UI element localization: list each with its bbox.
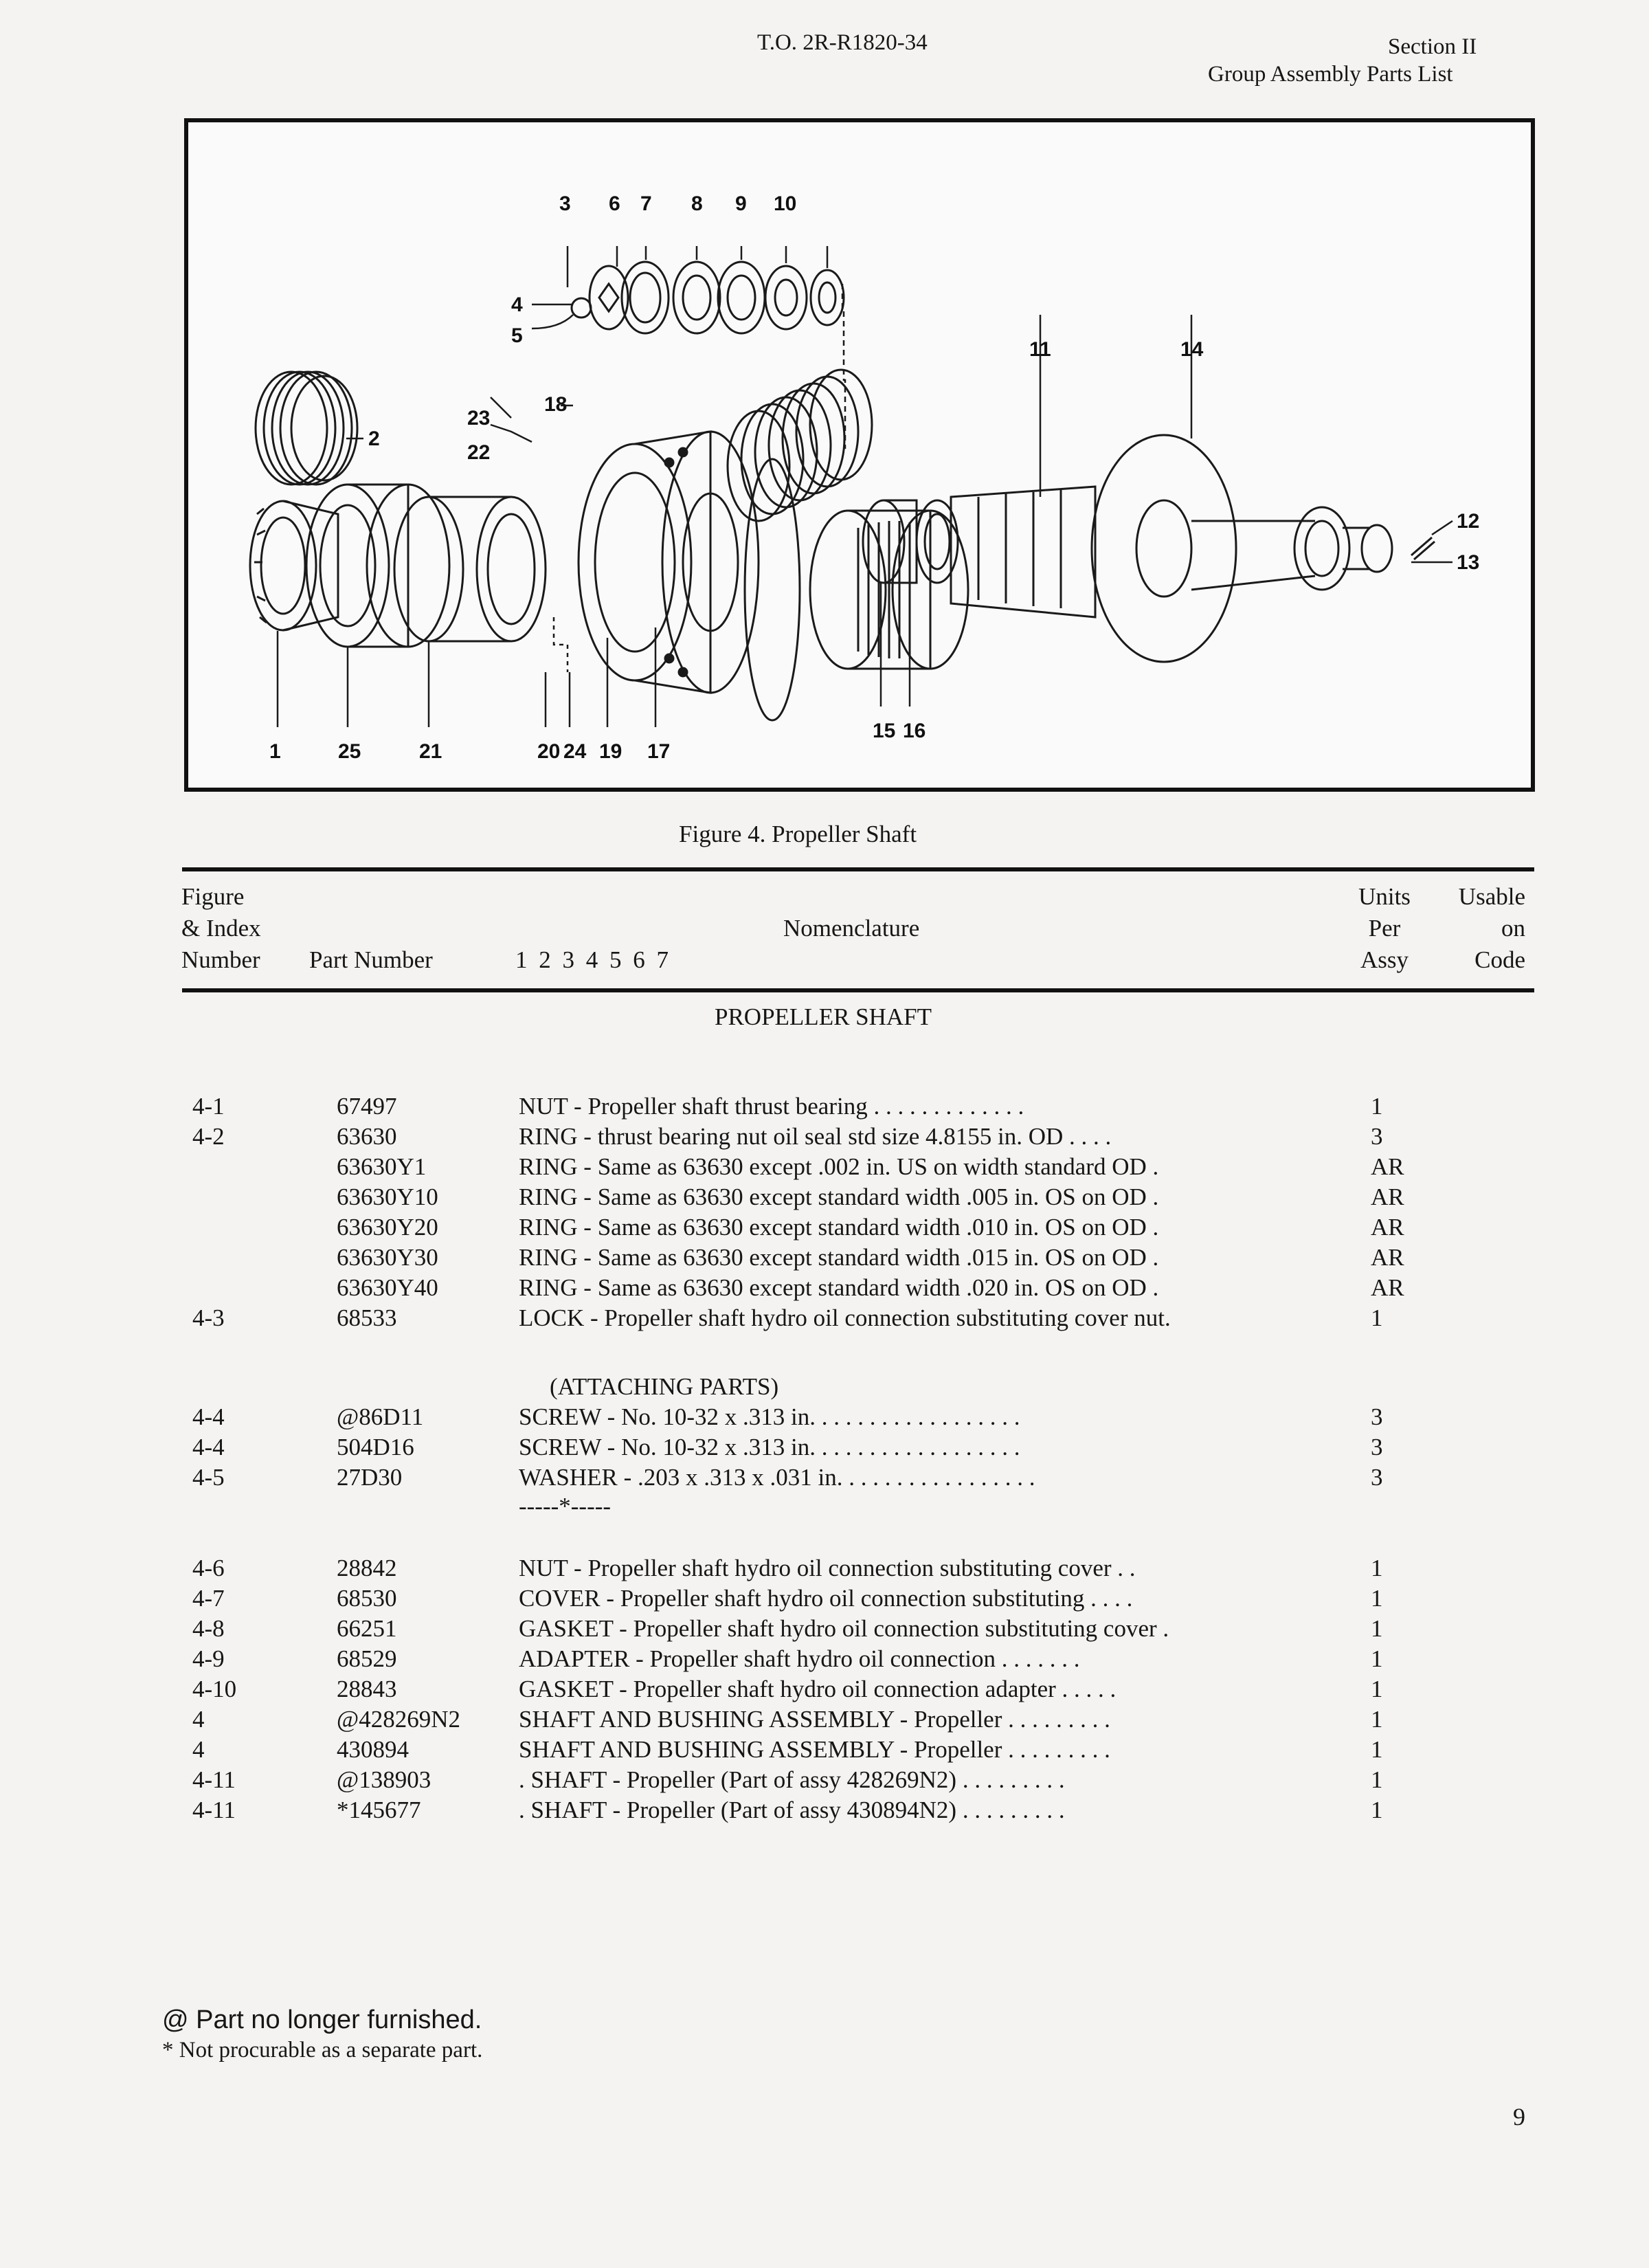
figure-caption: Figure 4. Propeller Shaft [679, 821, 917, 847]
document-number: T.O. 2R-R1820-34 [757, 30, 928, 55]
callout-19: 19 [599, 740, 622, 763]
attaching-parts-label: (ATTACHING PARTS) [550, 1373, 779, 1400]
callout-5: 5 [511, 324, 523, 347]
callout-17: 17 [647, 740, 670, 763]
row-nomenclature: RING - Same as 63630 except standard wid… [519, 1183, 1159, 1210]
header-usable-on-code: Usable on Code [1458, 883, 1525, 973]
bearing-race-drawing [305, 483, 451, 648]
footnote-no-longer-furnished: @ Part no longer furnished. [162, 2005, 482, 2034]
piston-rings-drawing [254, 370, 359, 486]
table-header-rule [182, 988, 1534, 992]
row-nomenclature: GASKET - Propeller shaft hydro oil conne… [519, 1676, 1117, 1702]
table-top-rule [182, 867, 1534, 871]
callout-21: 21 [419, 740, 442, 763]
row-nomenclature: SCREW - No. 10-32 x .313 in. . . . . . .… [519, 1403, 1020, 1430]
section-title: Group Assembly Parts List [1208, 62, 1453, 87]
row-nomenclature: WASHER - .203 x .313 x .031 in. . . . . … [519, 1464, 1035, 1491]
bearing-sleeve-drawing [393, 496, 547, 643]
row-nomenclature: ADAPTER - Propeller shaft hydro oil conn… [519, 1645, 1080, 1672]
row-nomenclature: NUT - Propeller shaft hydro oil connecti… [519, 1555, 1136, 1581]
roller-bearing-drawing [809, 509, 969, 670]
callout-labels: 3 6 7 8 9 10 4 5 11 14 2 23 22 18 12 13 … [269, 192, 1479, 763]
flange-housing-drawing [577, 430, 760, 694]
shim-stack-drawing [726, 368, 873, 722]
callout-7: 7 [640, 192, 652, 215]
row-nomenclature: LOCK - Propeller shaft hydro oil connect… [519, 1304, 1171, 1331]
row-nomenclature: . SHAFT - Propeller (Part of assy 428269… [519, 1766, 1065, 1793]
callout-18: 18 [544, 393, 567, 416]
callout-25: 25 [338, 740, 361, 763]
row-nomenclature: GASKET - Propeller shaft hydro oil conne… [519, 1615, 1169, 1642]
propeller-shaft-exploded-view: 3 6 7 8 9 10 4 5 11 14 2 23 22 18 12 13 … [249, 192, 1479, 763]
row-nomenclature: RING - Same as 63630 except standard wid… [519, 1244, 1159, 1271]
row-nomenclature: . SHAFT - Propeller (Part of assy 430894… [519, 1797, 1065, 1823]
figure-illustration-frame: 3 6 7 8 9 10 4 5 11 14 2 23 22 18 12 13 … [184, 118, 1535, 792]
group-title: PROPELLER SHAFT [715, 1003, 932, 1030]
page-number: 9 [1513, 2103, 1525, 2131]
row-nomenclature: RING - Same as 63630 except standard wid… [519, 1274, 1159, 1301]
header-nomenclature: Nomenclature [783, 915, 920, 942]
row-nomenclature: SCREW - No. 10-32 x .313 in. . . . . . .… [519, 1434, 1020, 1460]
table-row: 4-11*145677. SHAFT - Propeller (Part of … [0, 1795, 1649, 1825]
callout-14: 14 [1180, 338, 1204, 361]
callout-10: 10 [774, 192, 796, 215]
callout-15: 15 [873, 720, 895, 742]
header-indent-levels: 1 2 3 4 5 6 7 [515, 946, 669, 973]
callout-12: 12 [1457, 510, 1479, 533]
row-nomenclature: SHAFT AND BUSHING ASSEMBLY - Propeller .… [519, 1706, 1110, 1733]
callout-3: 3 [559, 192, 571, 215]
callout-13: 13 [1457, 551, 1479, 574]
cover-and-gasket-parts-drawing [570, 260, 845, 335]
row-nomenclature: RING - thrust bearing nut oil seal std s… [519, 1123, 1112, 1150]
row-nomenclature: RING - Same as 63630 except standard wid… [519, 1214, 1159, 1241]
callout-20: 20 [537, 740, 560, 763]
callout-1: 1 [269, 740, 281, 763]
leader-lines [276, 246, 1453, 727]
callout-8: 8 [691, 192, 703, 215]
row-nomenclature: NUT - Propeller shaft thrust bearing . .… [519, 1093, 1024, 1120]
attaching-parts-separator: -----*----- [519, 1493, 612, 1520]
callout-16: 16 [903, 720, 926, 742]
header-units-per-assy: Units Per Assy [1358, 883, 1411, 973]
header-figure-index: Figure & Index Number [181, 883, 261, 973]
row-nomenclature: SHAFT AND BUSHING ASSEMBLY - Propeller .… [519, 1736, 1110, 1763]
row-nomenclature: COVER - Propeller shaft hydro oil connec… [519, 1585, 1133, 1612]
callout-6: 6 [609, 192, 620, 215]
footnote-not-procurable: * Not procurable as a separate part. [162, 2038, 483, 2063]
propeller-shaft-drawing [862, 434, 1435, 663]
table-row: 4-11@138903. SHAFT - Propeller (Part of … [0, 1765, 1649, 1795]
callout-4: 4 [511, 293, 523, 316]
header-part-number: Part Number [309, 946, 433, 973]
thrust-bearing-nut-drawing [249, 500, 339, 632]
callout-11: 11 [1029, 338, 1051, 361]
callout-2: 2 [368, 427, 380, 450]
callout-9: 9 [735, 192, 747, 215]
callout-24: 24 [563, 740, 587, 763]
section-label: Section II [1388, 34, 1477, 59]
row-nomenclature: RING - Same as 63630 except .002 in. US … [519, 1153, 1159, 1180]
callout-23: 23 [467, 407, 490, 430]
callout-22: 22 [467, 441, 490, 464]
